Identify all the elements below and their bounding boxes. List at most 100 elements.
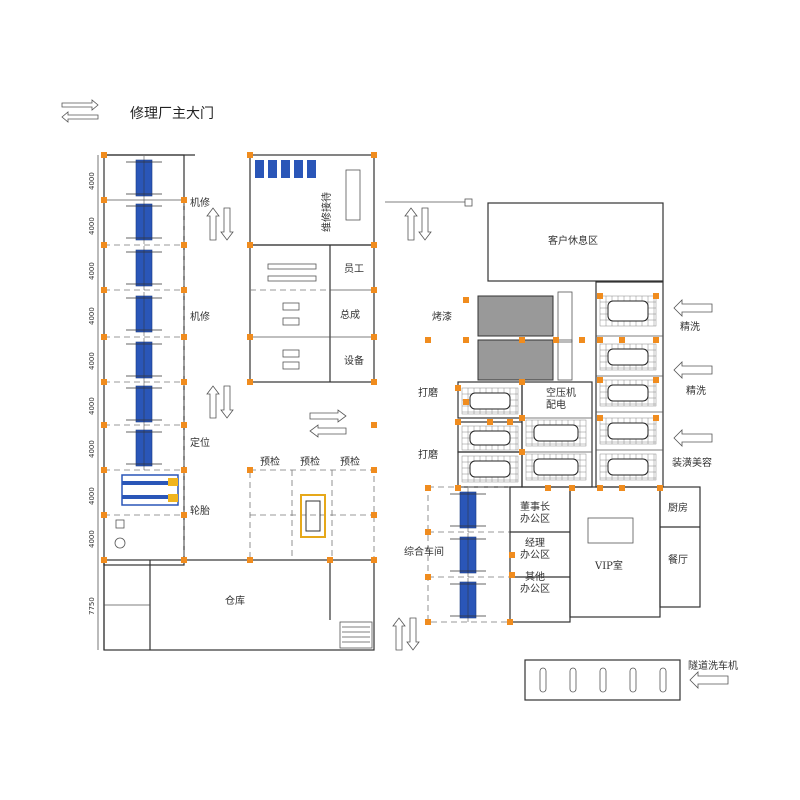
car-bay-6 [461, 387, 519, 415]
zone-sanding-1: 打磨 [418, 386, 438, 399]
column-45 [597, 293, 603, 299]
column-31 [247, 379, 253, 385]
zone-kitchen: 厨房 [668, 501, 688, 514]
zone-warehouse: 仓库 [225, 594, 245, 607]
column-62 [545, 485, 551, 491]
column-53 [657, 485, 663, 491]
column-71 [463, 399, 469, 405]
column-59 [519, 379, 525, 385]
lift-group-right [450, 488, 486, 622]
zone-board-office-2: 办公区 [520, 512, 550, 525]
column-27 [371, 512, 377, 518]
car-bay-4 [599, 417, 657, 445]
dim-3: 4000 [88, 262, 96, 280]
column-56 [455, 485, 461, 491]
zone-vip: VIP室 [594, 559, 623, 572]
lift-left-6 [126, 382, 162, 426]
column-42 [597, 337, 603, 343]
left-building [103, 154, 195, 650]
column-33 [247, 557, 253, 563]
lift-right-2 [450, 533, 486, 577]
entrance-arrow-icon [61, 99, 99, 123]
two-way-arrow-1 [206, 207, 234, 241]
column-58 [507, 419, 513, 425]
column-20 [247, 152, 253, 158]
lift-left-3 [126, 246, 162, 290]
column-22 [371, 242, 377, 248]
lift-left-7 [126, 426, 162, 470]
zone-tire: 轮胎 [190, 504, 210, 517]
column-57 [487, 419, 493, 425]
column-43 [619, 337, 625, 343]
lift-left-1 [126, 156, 162, 200]
column-52 [619, 485, 625, 491]
zone-other-office-1: 其他 [525, 570, 545, 583]
column-67 [425, 619, 431, 625]
column-1 [101, 152, 107, 158]
column-47 [597, 377, 603, 383]
two-way-arrow-4 [392, 617, 420, 651]
dim-9: 4000 [88, 530, 96, 548]
zone-paint-bake: 烤漆 [432, 310, 452, 323]
warehouse [103, 559, 375, 651]
column-markers [101, 152, 663, 625]
zone-sanding-2: 打磨 [418, 448, 438, 461]
zone-staff: 员工 [344, 263, 364, 275]
dim-8: 4000 [88, 487, 96, 505]
zone-detailing: 装潢美容 [672, 456, 712, 469]
column-2 [101, 197, 107, 203]
column-23 [371, 287, 377, 293]
column-70 [509, 552, 515, 558]
column-63 [569, 485, 575, 491]
column-50 [653, 415, 659, 421]
dim-4: 4000 [88, 307, 96, 325]
column-30 [247, 334, 253, 340]
zone-reception: 维修接待 [320, 192, 333, 232]
column-28 [371, 557, 377, 563]
zone-manager-office-2: 办公区 [520, 548, 550, 561]
customer-lounge [487, 202, 664, 282]
lift-left-2 [126, 200, 162, 244]
column-32 [247, 467, 253, 473]
column-51 [597, 485, 603, 491]
column-34 [327, 557, 333, 563]
two-way-arrow-2 [206, 385, 234, 419]
zone-compressor-2: 配电 [546, 398, 566, 411]
lift-left-5 [126, 338, 162, 382]
zone-tunnel-wash: 隧道洗车机 [688, 659, 738, 672]
zone-fine-wash-2: 精洗 [686, 384, 706, 397]
reception-building [249, 154, 375, 383]
dim-2: 4000 [88, 217, 96, 235]
column-39 [519, 337, 525, 343]
zone-mechanical-1: 机修 [190, 196, 210, 209]
dimension-column: 4000 4000 4000 4000 4000 4000 4000 4000 … [88, 155, 99, 650]
column-3 [101, 242, 107, 248]
zone-mechanical-2: 机修 [190, 310, 210, 323]
column-12 [181, 242, 187, 248]
zone-manager-office-1: 经理 [525, 536, 545, 549]
column-19 [181, 557, 187, 563]
entry-arrow-icon [673, 299, 729, 689]
zone-general-workshop: 综合车间 [404, 545, 444, 558]
reception-furniture [255, 160, 361, 370]
column-5 [101, 334, 107, 340]
column-68 [507, 619, 513, 625]
zone-precheck-3: 预检 [340, 455, 360, 468]
zone-other-office-2: 办公区 [520, 582, 550, 595]
column-17 [181, 467, 187, 473]
column-64 [425, 485, 431, 491]
column-13 [181, 287, 187, 293]
column-10 [101, 557, 107, 563]
zone-equipment: 设备 [344, 354, 364, 367]
lift-left-4 [126, 292, 162, 336]
dim-10: 7750 [88, 597, 96, 615]
column-15 [181, 379, 187, 385]
zone-customer-lounge: 客户休息区 [548, 234, 598, 247]
lift-group-left [126, 156, 162, 470]
column-18 [181, 512, 187, 518]
column-35 [371, 422, 377, 428]
car-bay-1 [599, 295, 657, 327]
dim-6: 4000 [88, 397, 96, 415]
column-36 [425, 337, 431, 343]
